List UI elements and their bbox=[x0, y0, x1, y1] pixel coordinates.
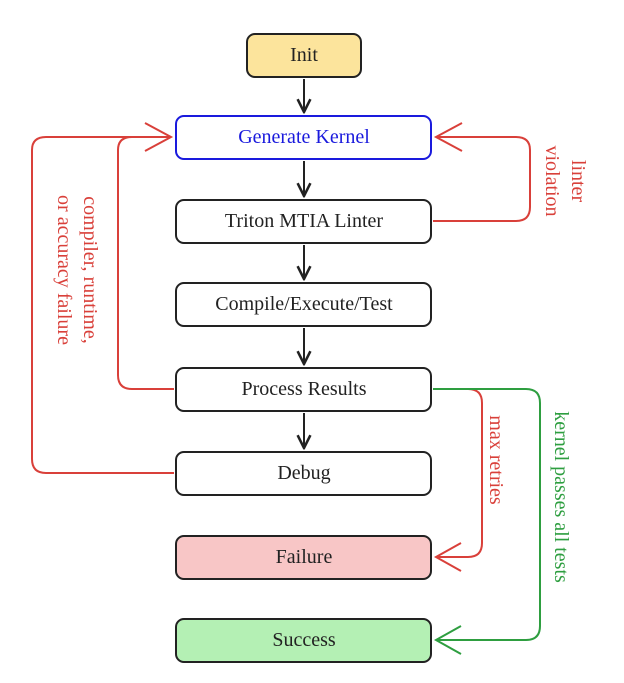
node-debug-label: Debug bbox=[277, 462, 330, 484]
label-linter-violation-line2: violation bbox=[541, 145, 563, 216]
node-linter-label: Triton MTIA Linter bbox=[225, 210, 383, 232]
node-init: Init bbox=[246, 33, 362, 78]
node-failure-label: Failure bbox=[276, 546, 333, 568]
edge-linter-violation bbox=[433, 122, 531, 222]
label-linter-violation-line1: linter bbox=[567, 160, 589, 203]
edge-linter-violation-arrowhead bbox=[433, 122, 463, 152]
node-linter: Triton MTIA Linter bbox=[175, 199, 432, 244]
label-debug-loop-line1: compiler, runtime, bbox=[79, 196, 101, 344]
edge-max-retries-arrowhead bbox=[433, 542, 462, 572]
node-init-label: Init bbox=[290, 44, 318, 66]
node-compile: Compile/Execute/Test bbox=[175, 282, 432, 327]
label-kernel-passes: kernel passes all tests bbox=[550, 411, 572, 583]
edge-to-generate-arrowhead bbox=[144, 122, 174, 152]
node-process-results-label: Process Results bbox=[242, 378, 367, 400]
node-success-label: Success bbox=[272, 629, 336, 651]
node-generate-kernel-label: Generate Kernel bbox=[238, 126, 370, 148]
edge-process-to-generate bbox=[117, 136, 174, 390]
node-success: Success bbox=[175, 618, 432, 663]
node-process-results: Process Results bbox=[175, 367, 432, 412]
label-max-retries: max retries bbox=[485, 415, 507, 505]
node-debug: Debug bbox=[175, 451, 432, 496]
node-generate-kernel: Generate Kernel bbox=[175, 115, 432, 160]
edge-kernel-passes bbox=[433, 388, 541, 655]
edge-kernel-passes-arrowhead bbox=[433, 625, 462, 655]
node-failure: Failure bbox=[175, 535, 432, 580]
label-debug-loop-line2: or accuracy failure bbox=[53, 195, 75, 345]
edge-debug-to-generate bbox=[31, 122, 174, 474]
edge-max-retries bbox=[433, 388, 483, 572]
node-compile-label: Compile/Execute/Test bbox=[215, 293, 393, 315]
